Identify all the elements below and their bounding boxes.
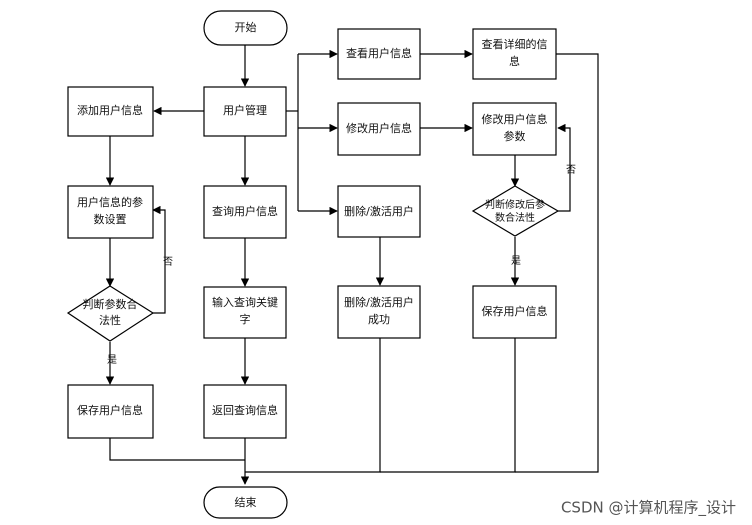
input-keyword-label-2: 字 <box>240 312 251 326</box>
edges <box>105 45 599 485</box>
save-left-box <box>67 384 154 439</box>
judge-left-label-1: 判断参数合 <box>83 297 138 311</box>
save-right-label: 保存用户信息 <box>482 304 548 318</box>
delete-user-label: 删除/激活用户 <box>344 204 414 218</box>
yes-label-left: 是 <box>107 354 117 366</box>
start-label: 开始 <box>235 20 257 34</box>
param-set-label-2: 数设置 <box>94 213 127 226</box>
edge-judge-right-no <box>557 123 571 212</box>
modify-user-label: 修改用户信息 <box>346 121 412 135</box>
user-mgmt-box <box>203 86 287 137</box>
modify-user-box <box>337 102 421 156</box>
view-user-box <box>337 28 421 80</box>
judge-right-diamond <box>471 185 560 237</box>
return-query-label: 返回查询信息 <box>212 403 278 417</box>
input-keyword-box <box>203 286 287 339</box>
save-left-label: 保存用户信息 <box>77 403 143 417</box>
add-user-label: 添加用户信息 <box>77 103 143 117</box>
save-right-box <box>472 285 557 339</box>
edge-saveright-merge <box>380 338 516 473</box>
delete-done-label-2: 成功 <box>368 313 390 326</box>
add-user-box <box>67 86 154 137</box>
edge-saveleft-merge <box>109 438 245 461</box>
yes-label-right: 是 <box>511 255 521 267</box>
view-detail-label-1: 查看详细的信 <box>482 37 548 51</box>
edge-detail-merge <box>515 53 599 473</box>
return-query-box <box>203 384 287 439</box>
start-terminal <box>203 10 288 46</box>
end-terminal <box>203 486 288 519</box>
watermark: CSDN @计算机程序_设计 <box>561 499 736 518</box>
view-user-label: 查看用户信息 <box>346 46 412 60</box>
view-detail-box <box>472 28 557 80</box>
param-set-label-1: 用户信息的参 <box>77 195 143 209</box>
query-user-box <box>203 185 287 239</box>
judge-left-diamond <box>66 285 155 342</box>
user-mgmt-label: 用户管理 <box>223 103 267 117</box>
modify-param-label-2: 参数 <box>504 129 526 143</box>
modify-param-box <box>472 102 557 156</box>
no-label-right: 否 <box>566 164 576 176</box>
no-label-left: 否 <box>163 256 173 268</box>
param-set-box <box>67 185 154 239</box>
delete-user-box <box>337 185 421 238</box>
judge-right-label-2: 数合法性 <box>495 211 535 224</box>
edge-judge-left-no <box>152 205 166 314</box>
judge-left-label-2: 法性 <box>99 313 121 327</box>
view-detail-label-2: 息 <box>509 54 520 68</box>
modify-param-label-1: 修改用户信息 <box>482 112 548 126</box>
nodes <box>66 10 560 519</box>
end-label: 结束 <box>235 496 257 509</box>
delete-done-box <box>337 285 421 339</box>
query-user-label: 查询用户信息 <box>212 204 278 218</box>
input-keyword-label-1: 输入查询关键 <box>212 295 278 309</box>
delete-done-label-1: 删除/激活用户 <box>344 295 414 309</box>
judge-right-label-1: 判断修改后参 <box>485 198 545 211</box>
